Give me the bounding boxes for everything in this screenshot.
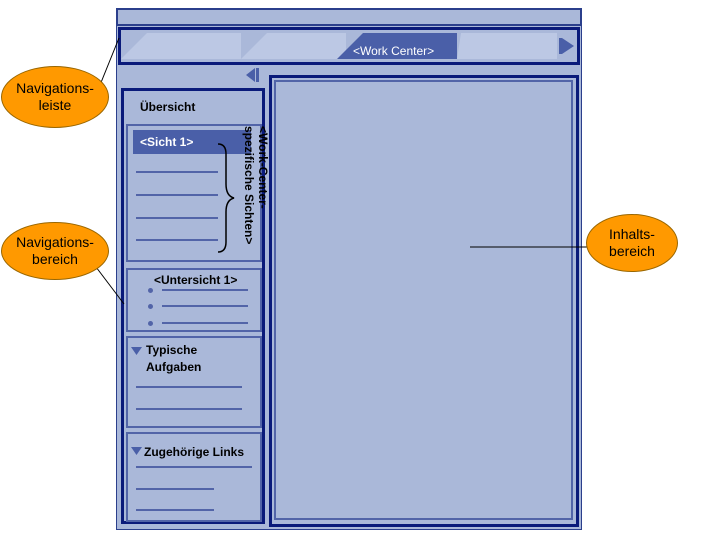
view-line xyxy=(136,217,218,219)
link-line xyxy=(136,488,214,490)
scroll-right-icon[interactable] xyxy=(562,38,574,54)
bullet-icon xyxy=(148,321,153,326)
link-line xyxy=(136,509,214,511)
callout-navarea: Navigations- bereich xyxy=(1,222,109,280)
subview-box: <Untersicht 1> xyxy=(126,268,262,332)
links-box: Zugehörige Links xyxy=(126,432,262,522)
view-line xyxy=(136,239,218,241)
callout-navarea-label: Navigations- bereich xyxy=(16,234,94,267)
subview-line xyxy=(162,322,248,324)
tab-2[interactable] xyxy=(241,33,346,59)
nav-end-bar xyxy=(559,38,562,54)
view-line xyxy=(136,194,218,196)
content-area-inner xyxy=(274,80,573,520)
navigation-area: Übersicht <Sicht 1> <Work-Center- spezif… xyxy=(121,88,270,524)
navigation-bar: <Work Center> xyxy=(118,27,580,65)
specific-views-line1: <Work-Center- xyxy=(256,126,270,209)
view-1-item[interactable]: <Sicht 1> xyxy=(133,130,251,154)
tasks-label-line1: Typische xyxy=(146,343,198,357)
task-line xyxy=(136,386,242,388)
chevron-down-icon[interactable] xyxy=(131,447,143,457)
view-line xyxy=(136,171,218,173)
callout-content-label: Inhalts- bereich xyxy=(609,226,655,259)
tab-4[interactable] xyxy=(457,33,557,59)
specific-views-label: <Work-Center- spezifische Sichten> xyxy=(242,126,270,244)
title-bar xyxy=(116,8,582,26)
tab-active[interactable] xyxy=(337,33,457,59)
callout-navbar: Navigations- leiste xyxy=(1,66,109,128)
tab-1[interactable] xyxy=(121,33,241,59)
active-tab-label: <Work Center> xyxy=(353,44,435,58)
task-line xyxy=(136,408,242,410)
links-label: Zugehörige Links xyxy=(144,445,245,459)
tasks-label-line2: Aufgaben xyxy=(146,360,202,374)
callout-navbar-label: Navigations- leiste xyxy=(16,80,94,113)
bullet-icon xyxy=(148,288,153,293)
tasks-box: Typische Aufgaben xyxy=(126,336,262,428)
bullet-icon xyxy=(148,304,153,309)
specific-views-line2: spezifische Sichten> xyxy=(242,126,256,245)
subview-line xyxy=(162,305,248,307)
subview-label: <Untersicht 1> xyxy=(154,273,238,287)
subview-line xyxy=(162,289,248,291)
views-box: <Sicht 1> <Work-Center- spezifische Sich… xyxy=(126,124,270,262)
brace-icon xyxy=(217,143,235,253)
navbar-tabs-graphic xyxy=(121,33,574,59)
chevron-down-icon[interactable] xyxy=(131,347,143,357)
link-line xyxy=(136,466,252,468)
callout-content: Inhalts- bereich xyxy=(586,214,678,272)
view-1-label: <Sicht 1> xyxy=(140,135,194,149)
overview-label: Übersicht xyxy=(140,100,196,114)
